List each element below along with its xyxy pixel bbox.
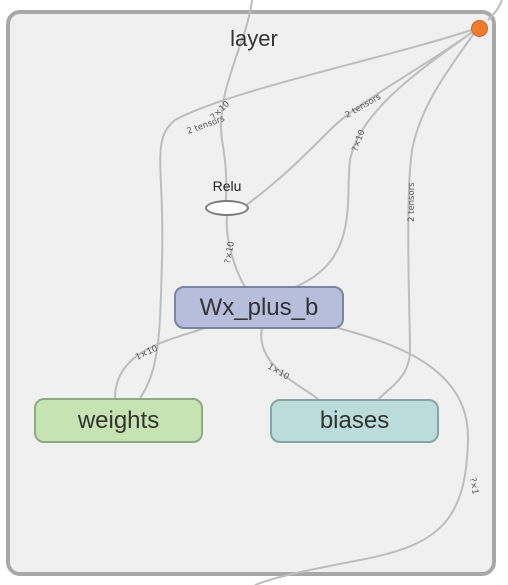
edge-label-top-mid-tensors: 2 tensors (344, 92, 384, 121)
weights-node[interactable]: weights (34, 398, 203, 443)
relu-node[interactable] (205, 200, 249, 216)
edge-out-to-relu (244, 27, 479, 207)
edge-label-wx-to-relu: ?×10 (223, 241, 237, 265)
edge-top-right (487, 0, 503, 21)
edge-wx-to-outside (254, 327, 470, 585)
edge-relu-to-wx (225, 215, 246, 288)
wx-plus-b-label: Wx_plus_b (199, 293, 319, 321)
edge-out-to-biases (377, 27, 479, 401)
weights-label: weights (77, 406, 160, 434)
wx-plus-b-node[interactable]: Wx_plus_b (174, 286, 344, 329)
edge-top-to-relu (220, 0, 253, 201)
edge-label-top-mid-shape: ?×10 (350, 129, 367, 154)
biases-node[interactable]: biases (270, 399, 439, 443)
edge-out-to-weights (139, 27, 479, 399)
scope-title: layer (230, 26, 278, 51)
relu-label: Relu (212, 178, 242, 194)
edge-label-biases: 1×10 (266, 362, 291, 382)
external-op-node[interactable] (471, 20, 488, 37)
edge-label-right-tensors: 2 tensors (407, 182, 417, 222)
biases-label: biases (319, 407, 390, 434)
edge-wx-to-weights (114, 327, 206, 399)
edge-label-outer-right: ?×1 (467, 477, 480, 496)
edge-out-to-wx (294, 27, 479, 288)
edge-wx-to-biases (260, 327, 319, 400)
